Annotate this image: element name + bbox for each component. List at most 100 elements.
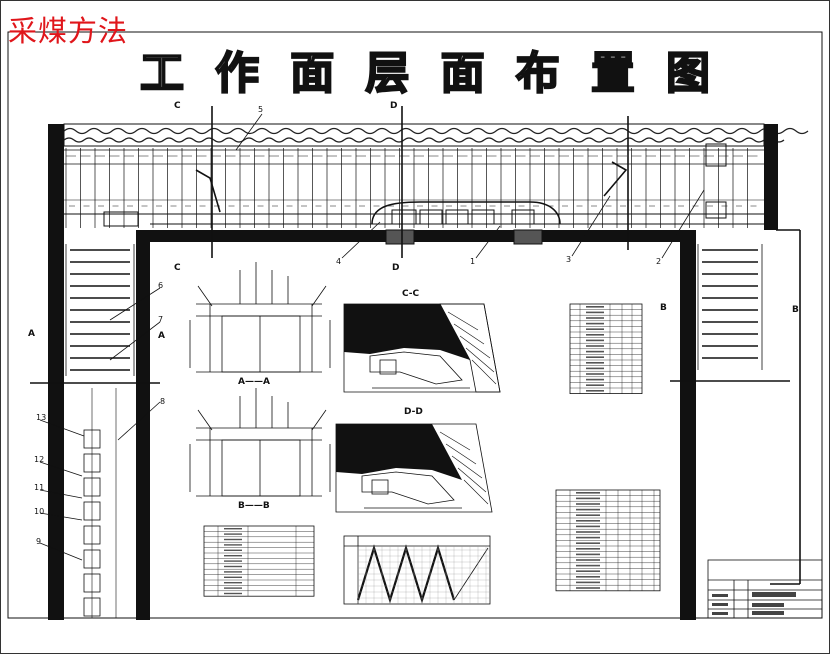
- transfer-box: [705, 201, 727, 219]
- callout-number: 5: [258, 105, 264, 114]
- callout-number: 7: [158, 315, 164, 324]
- table-cell-text: [224, 549, 242, 551]
- watermark-text: 采煤方法: [8, 14, 129, 48]
- table-cell-text: [576, 564, 600, 567]
- caved-rock-band: [63, 123, 809, 147]
- hydraulic-support-array: [64, 143, 764, 228]
- table-cell-text: [224, 528, 242, 530]
- title-char: 面: [289, 47, 335, 100]
- table-cell-text: [576, 587, 600, 589]
- table-cell-text: [586, 373, 604, 375]
- table-cell-text: [576, 581, 600, 584]
- callout-number: 9: [36, 537, 42, 546]
- end-support-box: [103, 211, 139, 227]
- table-cell-text: [576, 514, 600, 516]
- table-cell-text: [224, 565, 242, 568]
- table-cell-text: [224, 538, 242, 541]
- table-cell-text: [224, 555, 242, 557]
- table-cell-text: [586, 311, 604, 314]
- table-cell-text: [576, 508, 600, 511]
- table-cell-text: [224, 582, 242, 584]
- table-cell-text: [224, 544, 242, 546]
- table-cell-text: [586, 384, 604, 386]
- equipment-table-right-lower: [555, 489, 661, 592]
- title-char: 作: [214, 47, 260, 100]
- callout-number: 13: [36, 413, 47, 422]
- equipment-table-right-upper: [569, 303, 643, 394]
- table-cell-text: [576, 542, 600, 544]
- drawing-title: 工 作 面 层 面 布 置 图: [130, 47, 720, 100]
- table-cell-text: [576, 492, 600, 494]
- title-char: 置: [590, 47, 636, 100]
- title-char: 层: [364, 47, 410, 100]
- table-cell-text: [224, 571, 242, 573]
- section-mark-b: B: [792, 305, 799, 315]
- maingate-roadway: [697, 244, 763, 370]
- table-cell-text: [576, 525, 600, 528]
- callout-number: 1: [470, 257, 476, 266]
- table-cell-text: [586, 317, 604, 319]
- section-mark-a: A: [158, 331, 165, 341]
- callout-number: 10: [34, 507, 45, 516]
- section-mark-d: D: [390, 101, 398, 111]
- table-cell-text: [224, 533, 242, 535]
- table-border: [203, 525, 315, 597]
- title-char: 图: [665, 47, 711, 100]
- title-char: 布: [515, 47, 561, 100]
- table-cell-text: [576, 553, 600, 556]
- section-bb-drawing: [189, 388, 331, 497]
- table-cell-text: [224, 576, 242, 578]
- transfer-box: [705, 143, 727, 167]
- section-title-bb: B——B: [238, 501, 270, 511]
- face-conveyor-line: [64, 213, 764, 225]
- table-cell-text: [576, 570, 600, 572]
- cycle-chart-grid: [357, 546, 490, 604]
- section-title-cc: C-C: [402, 289, 420, 299]
- title-char: 面: [440, 47, 486, 100]
- table-cell-text: [586, 328, 604, 330]
- equipment-table-left: [203, 525, 315, 597]
- table-cell-text: [586, 345, 604, 347]
- table-cell-text: [586, 322, 604, 325]
- callout-number: 12: [34, 455, 45, 464]
- table-cell-text: [586, 367, 604, 370]
- section-mark-b: B: [660, 303, 667, 313]
- section-mark-c: C: [174, 101, 181, 111]
- section-title-aa: A——A: [238, 377, 270, 387]
- table-cell-text: [586, 390, 604, 392]
- callout-number: 4: [336, 257, 342, 266]
- table-cell-text: [586, 334, 604, 336]
- table-cell-text: [576, 520, 600, 522]
- table-cell-text: [586, 356, 604, 358]
- table-cell-text: [586, 306, 604, 308]
- table-cell-text: [576, 576, 600, 578]
- table-cell-text: [576, 548, 600, 550]
- table-cell-text: [586, 362, 604, 364]
- table-cell-text: [586, 350, 604, 353]
- callout-number: 11: [34, 483, 45, 492]
- table-cell-text: [576, 497, 600, 500]
- table-cell-text: [586, 339, 604, 342]
- callout-number: 6: [158, 281, 164, 290]
- inner-frame: [7, 31, 823, 619]
- section-mark-a: A: [28, 329, 35, 339]
- table-cell-text: [576, 559, 600, 561]
- section-mark-c: C: [174, 263, 181, 273]
- table-cell-text: [224, 592, 242, 595]
- section-title-dd: D-D: [404, 407, 423, 417]
- section-dd-drawing: [335, 423, 493, 513]
- callout-number: 8: [160, 397, 166, 406]
- section-cc-drawing: [343, 303, 501, 393]
- section-aa-drawing: [189, 262, 331, 373]
- section-mark-d: D: [392, 263, 400, 273]
- table-cell-text: [224, 560, 242, 562]
- callout-number: 2: [656, 257, 662, 266]
- title-block: [707, 559, 823, 619]
- callout-number: 3: [566, 255, 572, 264]
- table-cell-text: [576, 503, 600, 505]
- table-cell-text: [576, 536, 600, 539]
- table-cell-text: [224, 587, 242, 589]
- table-cell-text: [586, 378, 604, 381]
- table-cell-text: [576, 531, 600, 533]
